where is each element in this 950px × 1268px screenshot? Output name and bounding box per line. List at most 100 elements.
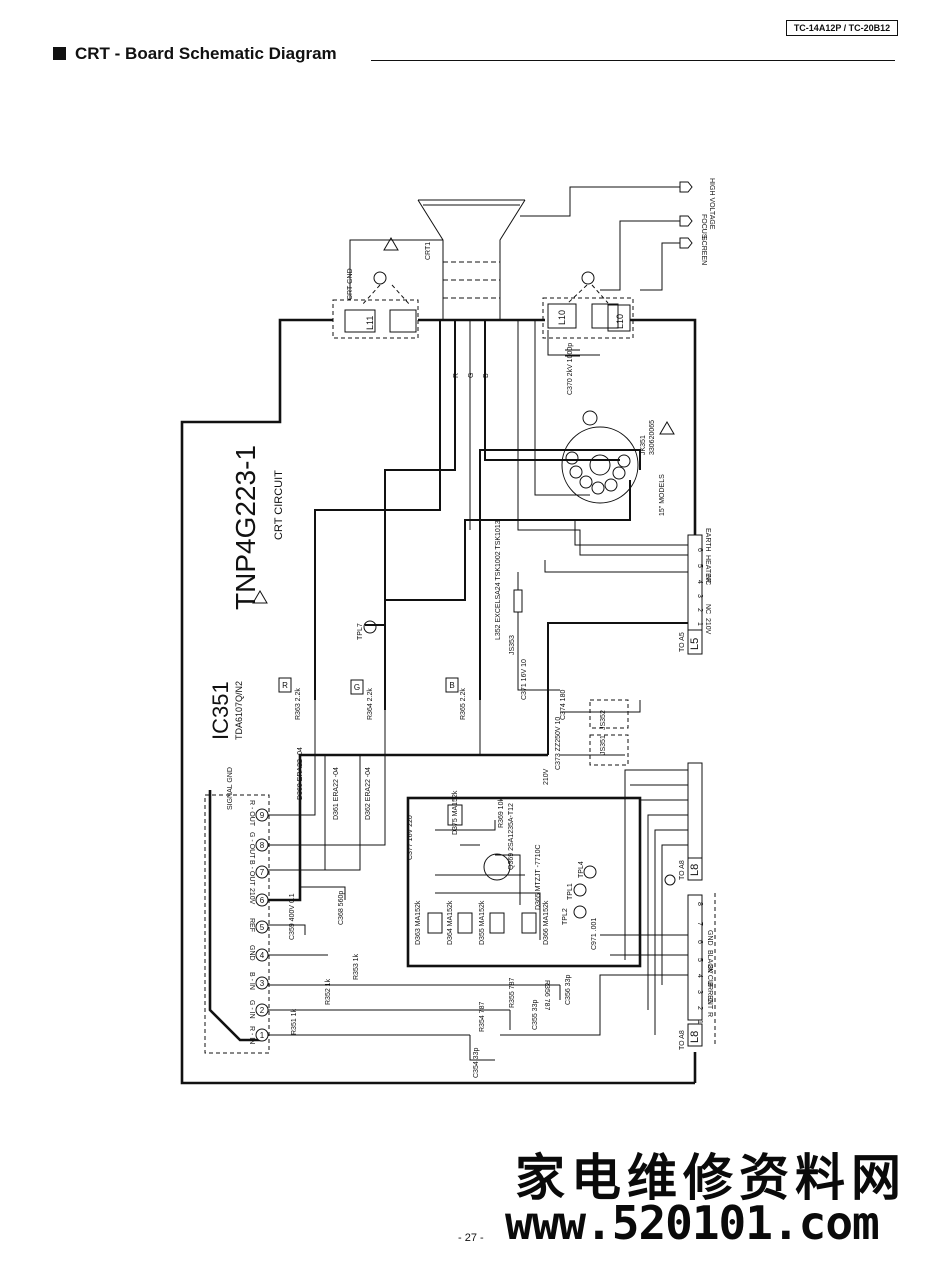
black-current-block: [406, 796, 642, 968]
l8-name-top: L8: [689, 864, 701, 876]
watermark-chinese: 家电维修资料网: [515, 1148, 907, 1207]
ic-pin-2-label: G - IN: [248, 1000, 255, 1019]
signal-gnd-label: SIGNAL GND: [227, 767, 234, 810]
warning-triangle-icon: [383, 237, 399, 251]
r363-drop: [268, 700, 316, 816]
screen-arrow-icon: [679, 237, 693, 249]
crt-gnd-lead: [349, 239, 443, 300]
l11-arrows: [361, 284, 411, 306]
c377-label: C377 16V 220: [407, 815, 414, 860]
green-line-label: G: [468, 373, 475, 378]
svg-text:4: 4: [260, 951, 265, 960]
l8-pin-4: 4: [696, 974, 703, 978]
c368-label: C368 560p: [338, 891, 345, 925]
l8-pin-2-label: R: [706, 1012, 713, 1017]
l8-pin-4-label: B: [706, 982, 713, 987]
l8-bottom-wires: [500, 934, 688, 1036]
ref-gnd-wires: [268, 924, 328, 956]
heater-lines: [517, 320, 688, 556]
jk351-spark-gap: [582, 410, 598, 426]
l5-pin-3: 3: [696, 594, 703, 598]
focus-arrow-icon: [679, 215, 693, 227]
d355-diode: [489, 912, 505, 934]
l8-pin-6: 6: [696, 940, 703, 944]
l11-coil-a: [344, 309, 376, 333]
d360-label: D360 ERA22 -04: [297, 747, 304, 800]
crt1-label: CRT1: [425, 242, 432, 260]
svg-text:9: 9: [260, 811, 265, 820]
screen-lead: [640, 242, 680, 291]
crt-funnel: [417, 199, 526, 320]
title-underline: [371, 60, 895, 61]
l5-pin-4-label: NC: [704, 575, 711, 585]
c374-label: C374 180: [560, 690, 567, 720]
v210-supply-bus: [268, 753, 548, 902]
jk351-center: [589, 454, 611, 476]
blue-drive-line: [484, 320, 620, 461]
d363-label: D363 MA152k: [415, 900, 422, 945]
tpl1-label: TPL1: [567, 883, 574, 900]
svg-text:7: 7: [260, 868, 265, 877]
ic351-part: TDA6107Q/N2: [234, 681, 244, 740]
l8-connector-bottom-label: [687, 1023, 703, 1047]
d361-label: D361 ERA22 -04: [333, 767, 340, 820]
tpl7-testpoint: [363, 620, 377, 634]
jk351-pin-6: [591, 481, 605, 495]
l11-label: L11: [365, 316, 375, 330]
ic-pin-5: 5: [255, 920, 269, 934]
l8-pin-7-label: GND: [706, 930, 713, 946]
jk351-socket: [561, 426, 639, 504]
blue-tag: B: [445, 677, 459, 693]
svg-text:8: 8: [260, 841, 265, 850]
l5-heater-lines: [544, 520, 688, 573]
ic-pin-1: 1: [255, 1028, 269, 1042]
c355-label: C355 33p: [532, 1000, 539, 1030]
l8-connector-top-body: [687, 762, 703, 859]
tpl7-label: TPL7: [357, 623, 364, 640]
svg-text:1: 1: [260, 1031, 265, 1040]
d365-label: D365 MTZJT -7710C: [535, 844, 542, 910]
tpl4-testpoint: [583, 865, 597, 879]
tpl2-testpoint: [573, 905, 587, 919]
svg-text:R: R: [282, 681, 288, 690]
l8-pin-3: 3: [696, 990, 703, 994]
svg-text:3: 3: [260, 979, 265, 988]
l11-dashed-box: [332, 299, 419, 339]
r352-label: R352 1k: [325, 978, 332, 1005]
svg-text:5: 5: [260, 923, 265, 932]
section-title-row: CRT - Board Schematic Diagram: [53, 44, 895, 66]
l8-adjust-icon: [664, 874, 676, 886]
crt-gnd-label: CRT GND: [347, 268, 354, 300]
warning-triangle-icon: [252, 590, 268, 604]
r364-label: R364 2.2k: [367, 688, 374, 720]
r356-label: R356 787: [543, 980, 550, 1010]
d366-diode: [521, 912, 537, 934]
l5-pin-6: 6: [696, 548, 703, 552]
l8-pin-2: 2: [696, 1006, 703, 1010]
c368-wire: [300, 886, 346, 900]
screen-label: SCREEN: [700, 236, 707, 265]
c370-label: C370 2kV 1000p: [567, 343, 574, 395]
l8-connector-bottom-body: [687, 894, 703, 1021]
l10-dashed-box: [542, 297, 634, 339]
js352-label: JS352: [600, 710, 607, 730]
l5-pin-4: 4: [696, 580, 703, 584]
l10-label-b: L10: [615, 314, 625, 329]
ic-pin-6: 6: [255, 893, 269, 907]
l8-pin-5-label: 8V: [706, 965, 713, 974]
c356-label: C356 33p: [565, 975, 572, 1005]
svg-text:2: 2: [260, 1006, 265, 1015]
r364-drop: [268, 710, 386, 846]
js351-box: [589, 734, 629, 766]
r354-label: R354 787: [479, 1002, 486, 1032]
l352-coil: [513, 589, 523, 613]
board-part-number: TNP4G223-1: [230, 445, 261, 610]
jk351-label: JK351: [640, 435, 647, 455]
ic351-name: IC351: [208, 681, 233, 740]
l8-pin-6-label: BLACK CURRENT: [706, 950, 713, 1010]
warning-triangle-icon: [659, 421, 675, 435]
ic-pin-7: 7: [255, 865, 269, 879]
high-voltage-lead: [520, 186, 680, 217]
l10-label-box: [607, 304, 631, 332]
